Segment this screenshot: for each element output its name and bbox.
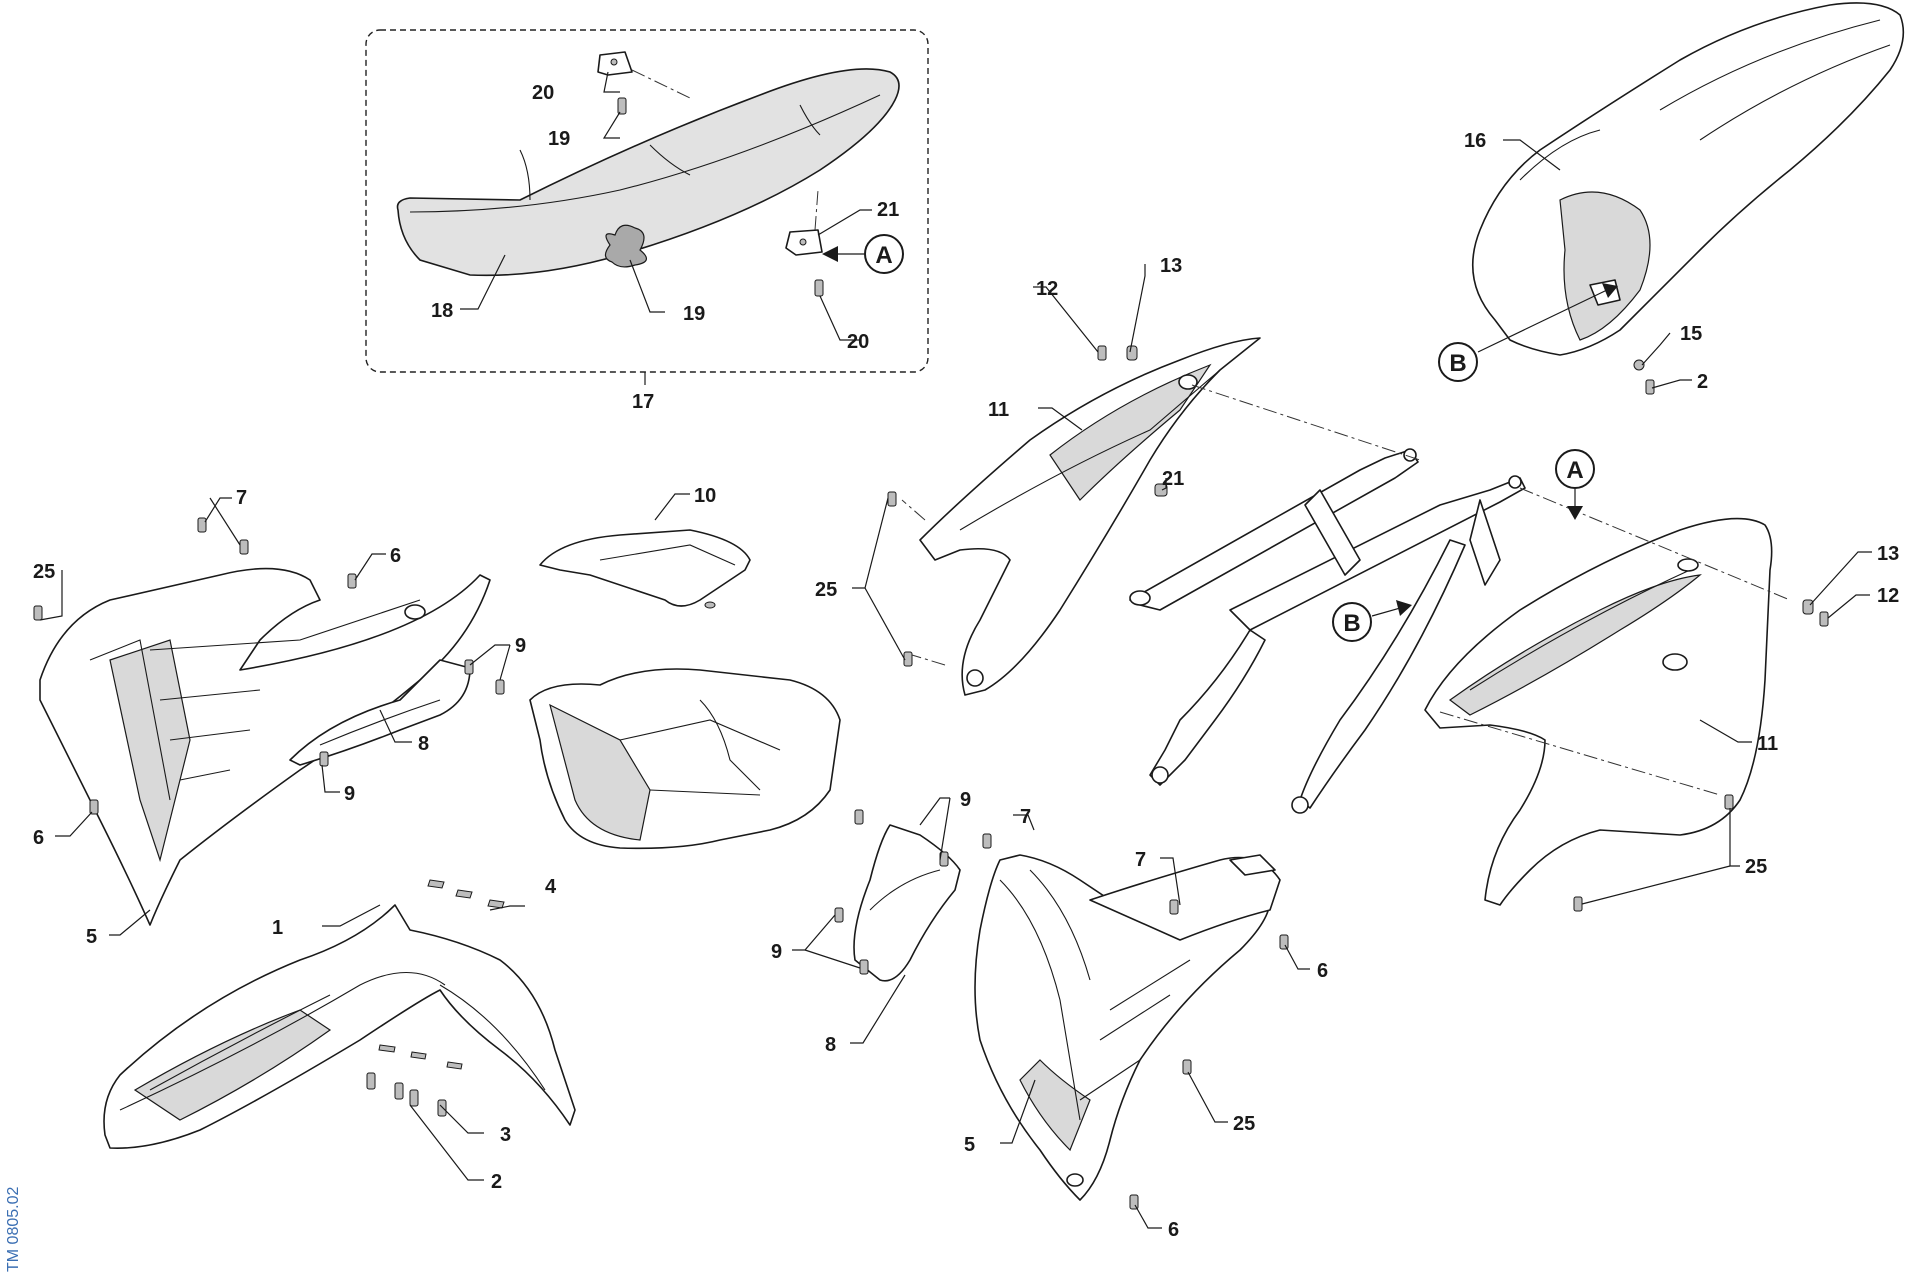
callout-11: 11 [1757,733,1778,755]
fender-washers-top [427,879,505,909]
callout-7: 7 [1020,806,1031,828]
callout-9: 9 [960,789,971,811]
rear-fender [1471,2,1905,356]
airbox-cover [539,529,751,609]
callout-15: 16 [1464,130,1486,152]
detail-marker-a-frame: A [1555,449,1595,489]
seat-bracket-front [597,51,691,99]
callout-9: 9 [771,941,782,963]
callout-20: 20 [532,82,554,104]
callout-20: 21 [877,199,899,221]
callout-12: 12 [1036,278,1058,300]
detail-arrows [822,246,1618,617]
callout-9: 9 [515,635,526,657]
callout-8: 8 [418,733,429,755]
callout-7: 7 [236,487,247,509]
callout-17: 18 [431,300,453,322]
callout-6: 6 [390,545,401,567]
callout-1: 1 [272,917,283,939]
detail-marker-b-frame: B [1332,602,1372,642]
fender-screws [366,1072,447,1117]
spoiler-left [289,659,471,766]
callout-5: 5 [86,926,97,948]
callout-21: 21 [1162,468,1184,490]
detail-marker-a-seat: A [864,234,904,274]
callout-5: 5 [964,1134,975,1156]
seat-screw-front [617,97,627,115]
callout-19: 19 [548,128,570,150]
callout-25: 25 [815,579,837,601]
callout-9: 9 [344,783,355,805]
callout-6: 6 [33,827,44,849]
side-panel-left [919,337,1261,696]
callout-21-group: 21 [1162,468,1184,490]
callout-14: 15 [1680,323,1702,345]
callout-13: 13 [1877,543,1899,565]
callout-10: 10 [694,485,716,507]
callout-6: 6 [1168,1219,1179,1241]
callout-4: 4 [545,876,557,898]
seat-assembly-box [365,29,929,373]
detail-marker-b-fender: B [1438,342,1478,382]
side-panel-right [1424,517,1773,906]
seat-grip-patch [604,224,647,268]
spoiler-right [853,824,961,982]
callout-25: 25 [1745,856,1767,878]
callout-labels: 20 19 21 20 18 19 17 7 25 6 9 8 9 10 6 5… [33,82,1899,1241]
callout-3: 3 [500,1124,511,1146]
loose-hardware [33,345,1829,1210]
callout-25: 25 [1233,1113,1255,1135]
callout-2: 2 [491,1171,502,1193]
callout-12: 12 [1877,585,1899,607]
radiator-shroud-right [974,854,1281,1201]
reference-code: TM 0805.02 [5,1187,22,1272]
alignment-lines [901,384,1791,796]
callout-18: 19 [683,303,705,325]
seat-bracket-rear [785,189,823,256]
svg-text:A: A [1566,457,1583,484]
callout-8: 8 [825,1034,836,1056]
svg-text:B: B [1449,350,1466,377]
callout-7: 7 [1135,849,1146,871]
callout-13: 13 [1160,255,1182,277]
seat [396,68,900,277]
fender-nuts [378,1044,463,1070]
callout-16: 17 [632,391,654,413]
rear-subframe [1129,448,1526,814]
callout-11: 11 [988,399,1009,421]
svg-text:A: A [875,242,892,269]
airbox [529,668,841,850]
callout-2: 2 [1697,371,1708,393]
callout-25: 25 [33,561,55,583]
callout-6: 6 [1317,960,1328,982]
callout-19: 20 [847,331,869,353]
front-fender [103,904,576,1149]
seat-screw-rear [814,279,824,297]
leader-lines [39,71,1872,1229]
svg-text:B: B [1343,610,1360,637]
